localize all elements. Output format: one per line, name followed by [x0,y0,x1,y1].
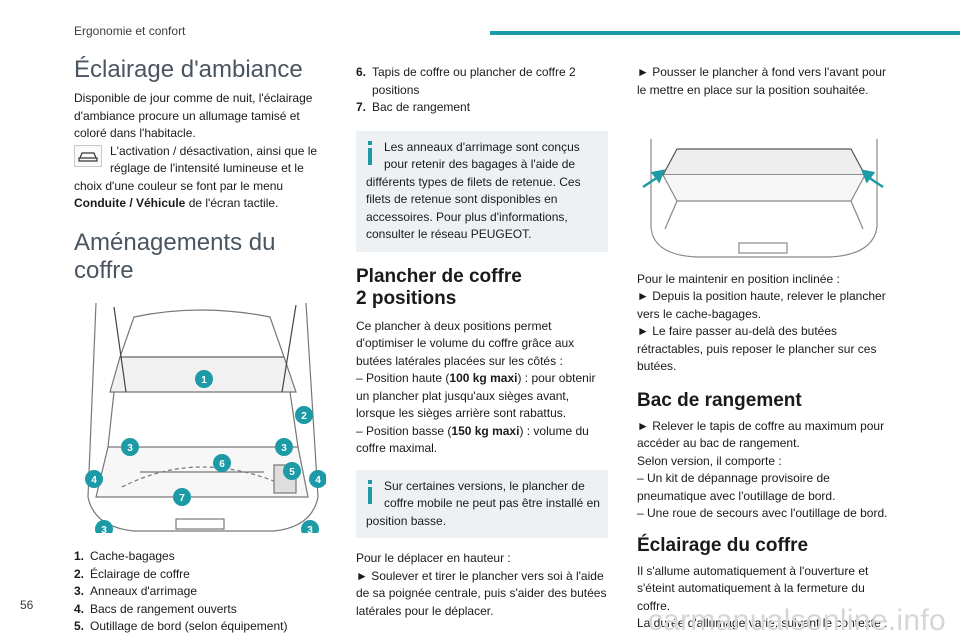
ambient-settings-row: L'activation / désactivation, ainsi que … [74,143,326,178]
callout-6: 6 [219,459,225,470]
menu-path: Conduite / Véhicule [74,196,186,210]
floor-paragraph: Ce plancher à deux positions permet d'op… [356,318,575,368]
column-3: ► Pousser le plancher à fond vers l'avan… [637,64,889,633]
header-section-title: Ergonomie et confort [74,24,186,38]
list-item: 1.Cache-bagages [74,549,175,563]
trunk-illustration: 1 2 3 3 4 4 5 6 7 3 3 [74,296,327,538]
list-item: 2.Éclairage de coffre [74,566,190,581]
push-step: ► Pousser le plancher à fond vers l'avan… [637,65,886,97]
callout-3a: 3 [127,443,133,454]
header-accent-bar [490,31,960,35]
trunk-lighting-title: Éclairage du coffre [637,534,809,556]
vehicle-menu-icon [74,144,102,167]
list-item: 6.Tapis de coffre ou plancher de coffre … [356,65,576,97]
callout-5: 5 [289,467,295,478]
trunk-lighting-p2: La durée d'allumage varie, suivant le co… [637,616,888,630]
trunk-layout-title: Aménagements du coffre [74,228,276,284]
callout-3d: 3 [307,525,313,533]
move-paragraph: Pour le déplacer en hauteur : [356,551,511,565]
info-box-versions: Sur certaines versions, le plancher de c… [356,469,608,538]
list-item: 5.Outillage de bord (selon équipement) [74,619,288,633]
callout-3c: 3 [101,525,107,533]
move-step: ► Soulever et tirer le plancher vers soi… [356,568,607,618]
ambient-lighting-title: Éclairage d'ambiance [74,56,303,83]
list-item: 7.Bac de rangement [356,100,471,114]
trunk-legend-list-cont: 6.Tapis de coffre ou plancher de coffre … [356,64,608,117]
storage-step: ► Relever le tapis de coffre au maximum … [637,418,885,451]
info-box-tie-rings: Les anneaux d'arrimage sont conçus pour … [356,130,608,252]
list-item: 3.Anneaux d'arrimage [74,584,198,598]
page-number: 56 [20,598,34,612]
callout-1: 1 [201,375,207,386]
ambient-settings-text-2: choix d'une couleur se font par le menu … [74,178,284,211]
floor-low-position: – Position basse (150 kg maxi) : volume … [356,423,589,456]
callout-4b: 4 [315,475,321,486]
ambient-settings-text: L'activation / désactivation, ainsi que … [110,143,318,176]
keep-paragraph: Pour le maintenir en position inclinée : [637,271,840,286]
callout-3b: 3 [281,443,287,454]
watermark: carmanualsonline.info [647,604,946,637]
storage-list-item-2: – Une roue de secours avec l'outillage d… [637,506,888,520]
floor-position-illustration [637,109,889,265]
keep-step-2: ► Le faire passer au-delà des butées rét… [637,324,877,373]
storage-bin-title: Bac de rangement [637,389,802,411]
info-icon [368,140,372,165]
trunk-legend-list: 1.Cache-bagages 2.Éclairage de coffre 3.… [74,548,326,636]
callout-7: 7 [179,493,185,504]
keep-step-1: ► Depuis la position haute, relever le p… [637,289,886,321]
trunk-lighting-p1: Il s'allume automatiquement à l'ouvertur… [637,563,869,613]
callout-4a: 4 [91,475,97,486]
ambient-paragraph: Disponible de jour comme de nuit, l'écla… [74,91,313,140]
storage-paragraph: Selon version, il comporte : [637,453,782,468]
info-icon [368,479,372,504]
column-1: Éclairage d'ambiance Disponible de jour … [74,56,327,636]
column-2: 6.Tapis de coffre ou plancher de coffre … [356,64,608,620]
list-item: 4.Bacs de rangement ouverts [74,601,237,616]
floor-high-position: – Position haute (100 kg maxi) : pour ob… [356,371,596,420]
storage-list-item-1: – Un kit de dépannage provisoire de pneu… [637,471,836,503]
callout-2: 2 [301,411,307,422]
